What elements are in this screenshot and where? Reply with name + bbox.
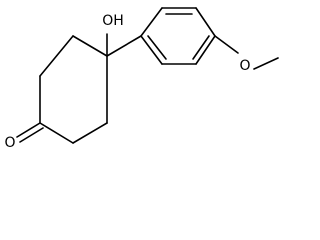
ring-bond-c4-c5 [39,122,74,144]
benzene-bond-6 [140,35,163,65]
ketone-bond-line-2 [19,127,44,143]
hydroxyl-label: OH [102,13,124,29]
molecule-structure-diagram: OH O O [4,7,279,151]
benzene-bond-3 [195,7,216,37]
benzene-bond-1 [140,7,163,37]
ring-bond-c5-c6 [72,122,108,144]
aryl-attachment-bond [106,35,142,57]
methoxy-oxygen-label: O [239,58,250,74]
ketone-oxygen-label: O [4,135,15,151]
ketone-double-bond [16,122,44,143]
ring-bond-c1-c2 [72,35,108,57]
methoxy-bond-aryl-o [214,35,239,54]
benzene-inner-bond-2 [192,35,210,60]
ring-bond-c2-c3 [39,35,74,77]
ketone-bond-line-1 [16,122,41,138]
benzene-ring [140,7,216,65]
cyclohexanone-ring [39,35,108,144]
methoxy-group [214,35,279,70]
benzene-bond-4 [195,35,216,65]
benzene-inner-bond-3 [147,35,167,60]
methoxy-bond-o-ch3 [253,57,279,70]
